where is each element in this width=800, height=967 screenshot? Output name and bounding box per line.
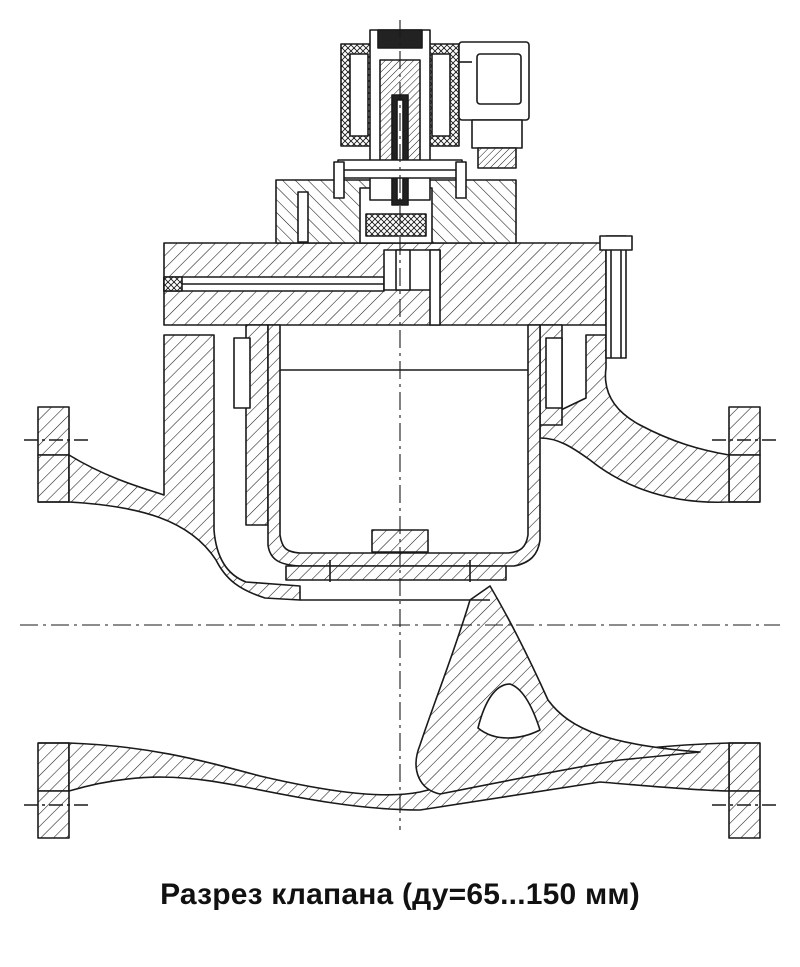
figure-caption: Разрез клапана (ду=65...150 мм)	[160, 878, 640, 911]
valve-cross-section-drawing	[20, 20, 780, 839]
center-lines	[20, 20, 780, 830]
piston-sleeve	[233, 324, 563, 526]
cover-bolt-right	[599, 235, 633, 359]
body-upper-right-wall	[539, 334, 730, 504]
right-flange	[712, 406, 776, 839]
valve-cover	[163, 242, 607, 326]
pilot-block-bolts	[333, 161, 467, 199]
electrical-connector	[458, 41, 530, 169]
body-partition-wall	[415, 585, 701, 795]
partition-cavity	[477, 683, 541, 739]
piston-cup	[267, 324, 541, 582]
